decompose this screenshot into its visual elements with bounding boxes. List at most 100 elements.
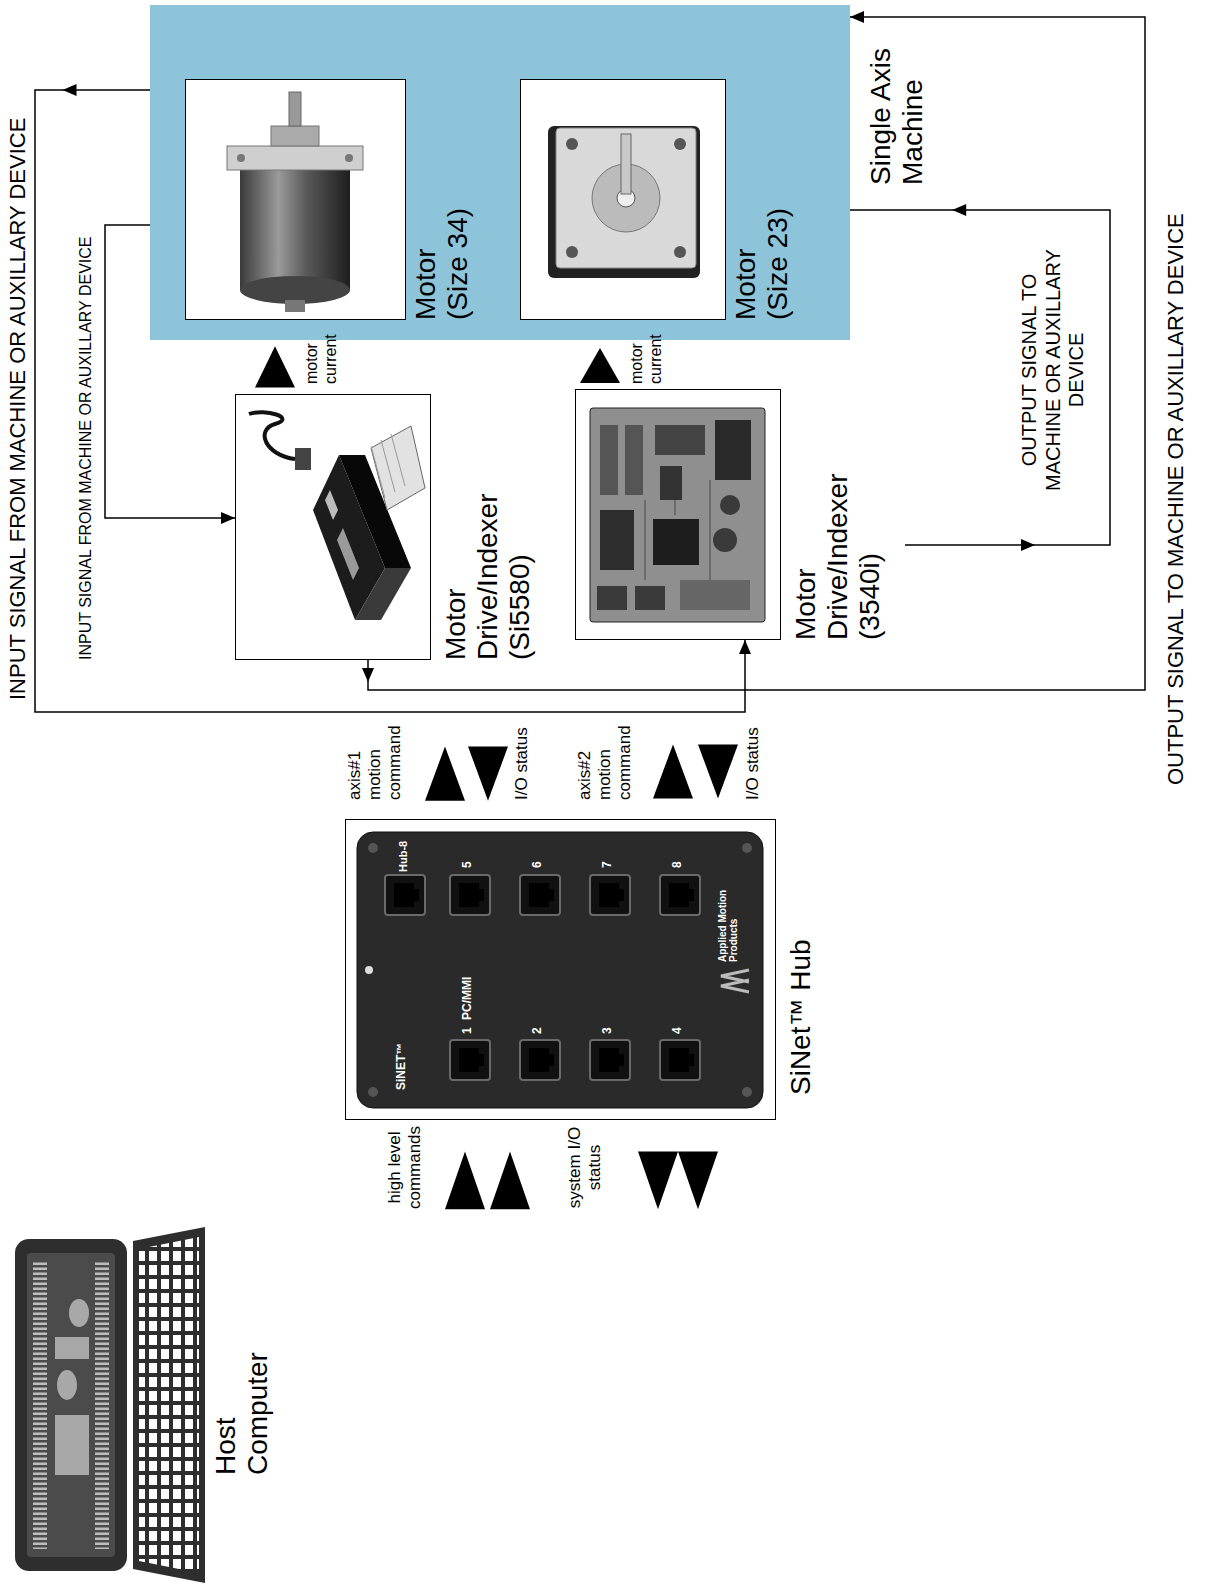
flow-arrowhead xyxy=(468,746,508,800)
node-label: Motor Drive/Indexer (3540i) xyxy=(790,460,887,640)
motor-illustration xyxy=(227,92,363,312)
device-marking: 8 xyxy=(671,861,684,868)
pcb-illustration xyxy=(590,408,765,622)
flow-arrowhead xyxy=(490,1152,530,1210)
flow-arrowhead xyxy=(638,1152,678,1210)
arrowhead xyxy=(221,512,235,524)
node-label: Motor (Size 34) xyxy=(410,185,474,320)
flow-arrow xyxy=(445,1152,530,1210)
signal-label: INPUT SIGNAL FROM MACHINE OR AUXILLARY D… xyxy=(77,236,96,660)
edge-label-box: I/O status xyxy=(512,718,532,800)
pcb-illustration xyxy=(597,586,627,610)
device-marking: 6 xyxy=(531,861,544,868)
signal-label: OUTPUT SIGNAL TO MACHINE OR AUXILLARY DE… xyxy=(1163,213,1189,785)
pcb-illustration xyxy=(600,425,618,495)
edge-label-box: I/O status xyxy=(743,718,763,800)
photo-frame xyxy=(236,395,431,660)
device-marking: Applied Motion Products xyxy=(717,882,739,962)
pcb-illustration xyxy=(660,466,682,500)
motor-illustration xyxy=(271,126,319,146)
flow-arrow xyxy=(580,348,620,383)
hub-illustration xyxy=(590,1040,630,1080)
signal-line xyxy=(362,11,1145,690)
signal-label: motor current xyxy=(628,324,666,384)
signal-line xyxy=(35,90,745,712)
flow-arrowhead xyxy=(678,1152,718,1210)
signal-line xyxy=(35,84,751,712)
edge-label-box: axis#1 motion command xyxy=(345,718,405,800)
device-marking: 1 xyxy=(461,1027,474,1034)
device-marking: 2 xyxy=(531,1027,544,1034)
edge-label-box: OUTPUT SIGNAL TO MACHINE OR AUXILLARY DE… xyxy=(1018,225,1089,515)
motor-illustration xyxy=(345,154,353,162)
signal-line xyxy=(105,225,235,518)
hub-illustration xyxy=(660,875,700,915)
laptop-illustration xyxy=(15,1239,127,1571)
hub-illustration xyxy=(721,970,749,992)
arrowhead xyxy=(362,668,374,682)
motor-illustration xyxy=(674,246,686,258)
laptop-illustration xyxy=(69,1299,89,1327)
host-computer: Host Computer xyxy=(15,1225,278,1585)
motor-illustration xyxy=(227,146,363,170)
node-label: Host Computer xyxy=(210,1345,274,1475)
pcb-illustration xyxy=(680,580,750,610)
drive-illustration xyxy=(371,426,425,510)
motor-illustration xyxy=(289,92,301,126)
signal-label: INPUT SIGNAL FROM MACHINE OR AUXILLARY D… xyxy=(5,118,31,700)
drive-illustration xyxy=(249,412,295,459)
hub-illustration xyxy=(520,875,560,915)
hub-unit: SiNet™ Hub xyxy=(345,820,821,1120)
motor-box: Motor (Size 23) xyxy=(520,80,725,320)
signal-line xyxy=(105,225,235,524)
edge-label-box: motor current xyxy=(303,324,341,384)
hub-illustration xyxy=(450,875,490,915)
signal-line xyxy=(368,17,1145,690)
pcb-illustration xyxy=(715,420,751,480)
arrowhead xyxy=(1021,539,1035,551)
photo-frame xyxy=(521,80,726,320)
machine-band: Single Axis MachineMotor (Size 34)Motor … xyxy=(150,5,850,340)
signal-label: I/O status xyxy=(743,718,763,800)
pcb-illustration xyxy=(655,425,705,455)
flow-arrow xyxy=(638,1152,718,1210)
node-label: SiNet™ Hub xyxy=(785,939,817,1095)
device-marking: 5 xyxy=(461,861,474,868)
pcb-illustration xyxy=(653,519,699,565)
flow-arrowhead xyxy=(698,744,738,798)
hub-illustration xyxy=(368,843,378,853)
photo-frame xyxy=(186,80,406,320)
flow-arrow xyxy=(255,346,295,387)
signal-label: axis#1 motion command xyxy=(345,718,405,800)
motor-illustration xyxy=(240,170,350,290)
signal-label: motor current xyxy=(303,324,341,384)
signal-line xyxy=(850,204,1110,551)
photo-frame xyxy=(346,820,776,1120)
drive-illustration xyxy=(371,434,405,498)
drive-illustration xyxy=(325,490,338,520)
flow-arrow xyxy=(468,746,508,800)
device-marking: PC/MMI xyxy=(461,977,474,1020)
drive-illustration xyxy=(337,528,359,580)
arrowhead xyxy=(952,204,966,216)
signal-label: OUTPUT SIGNAL TO MACHINE OR AUXILLARY DE… xyxy=(1018,225,1089,515)
drive-illustration xyxy=(355,568,411,620)
pcb-illustration xyxy=(635,586,665,610)
laptop-illustration xyxy=(15,1227,205,1583)
device-marking: Hub-8 xyxy=(397,841,409,872)
edge-label-box: INPUT SIGNAL FROM MACHINE OR AUXILLARY D… xyxy=(5,118,31,700)
device-marking: SiNET™ xyxy=(395,1043,408,1090)
laptop-illustration xyxy=(55,1415,89,1475)
hub-illustration xyxy=(590,875,630,915)
hub-illustration xyxy=(385,875,425,915)
motor-illustration xyxy=(566,246,578,258)
edge-label-box: INPUT SIGNAL FROM MACHINE OR AUXILLARY D… xyxy=(77,236,96,660)
pcb-illustration xyxy=(720,495,740,515)
edge-label-box: system I/O status xyxy=(565,1120,605,1215)
drive-illustration xyxy=(295,448,311,470)
signal-label: high level commands xyxy=(385,1120,425,1215)
node-label: Motor Drive/Indexer (Si5580) xyxy=(440,480,537,660)
signal-label: I/O status xyxy=(512,718,532,800)
